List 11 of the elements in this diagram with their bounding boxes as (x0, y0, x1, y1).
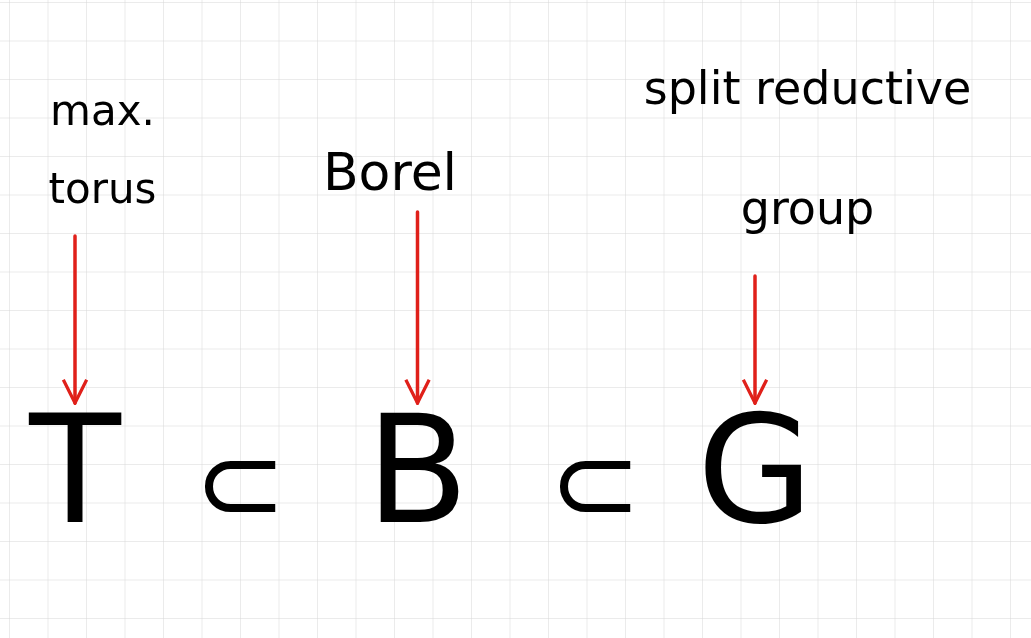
math-symbol: B (360, 395, 475, 545)
math-symbol: T (20, 395, 130, 545)
math-symbol: ⊂ (192, 418, 288, 549)
annotation-text: Borel (290, 140, 490, 204)
arrow (61, 234, 89, 405)
arrow (404, 210, 431, 405)
annotation-text: max. torus (15, 72, 190, 228)
math-symbol: ⊂ (547, 418, 643, 549)
arrow (741, 274, 769, 405)
math-symbol: G (695, 395, 815, 545)
annotation-text: split reductive group (600, 28, 1015, 268)
